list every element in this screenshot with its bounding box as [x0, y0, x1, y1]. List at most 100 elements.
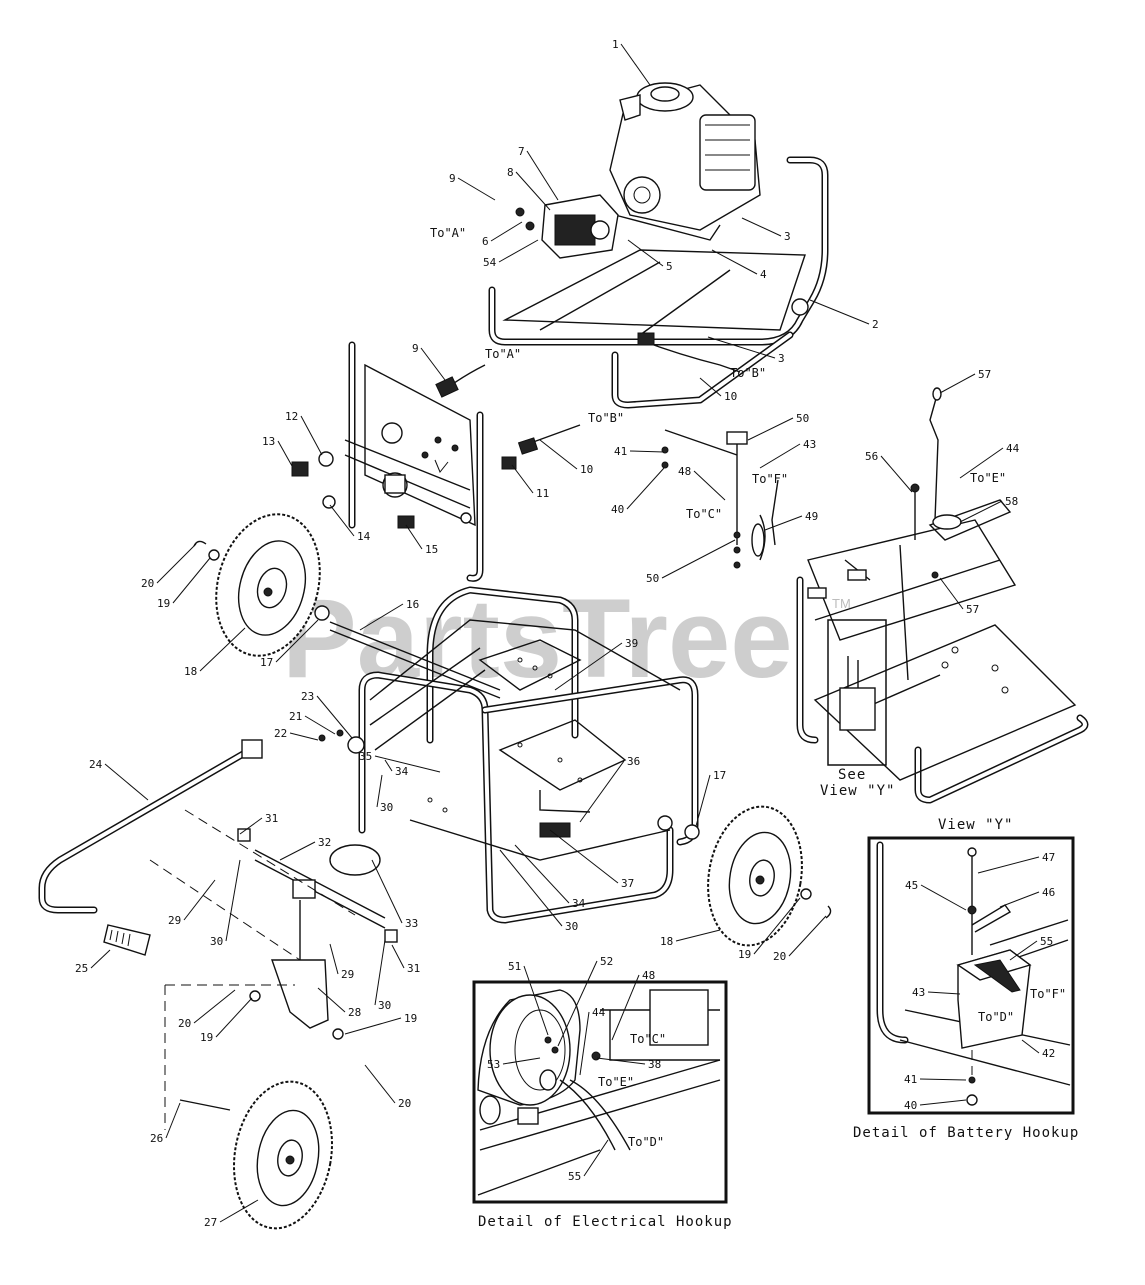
callout-number-c43b: 43	[912, 986, 925, 999]
leader-line-c28	[317, 987, 346, 1013]
callout-number-c16: 16	[406, 598, 419, 611]
engine-base-frame	[488, 156, 829, 409]
leader-line-c4	[711, 249, 758, 275]
callout-layer: 1233456789910101112131415161717181819191…	[75, 38, 1055, 1229]
callout-number-c55a: 55	[1040, 935, 1053, 948]
panel-fittings	[291, 364, 581, 529]
callout-number-c45: 45	[905, 879, 918, 892]
leader-line-c51	[523, 965, 549, 1036]
leader-line-c49	[764, 515, 803, 531]
leader-line-c20b	[788, 915, 827, 957]
callout-number-c20b: 20	[773, 950, 786, 963]
leader-line-c24	[104, 763, 149, 801]
callout-number-c35: 35	[359, 750, 372, 763]
leader-line-c17b	[695, 774, 711, 827]
callout-number-c27: 27	[204, 1216, 217, 1229]
leader-line-c35	[374, 755, 441, 773]
callout-number-c1: 1	[612, 38, 619, 51]
callout-number-c48a: 48	[678, 465, 691, 478]
callout-number-c29b: 29	[341, 968, 354, 981]
leader-line-c45	[920, 884, 967, 911]
callout-number-c24: 24	[89, 758, 103, 771]
leader-line-c34a	[384, 759, 393, 772]
callout-number-c47: 47	[1042, 851, 1055, 864]
callout-number-c9b: 9	[412, 342, 419, 355]
callout-number-c44b: 44	[592, 1006, 606, 1019]
leader-line-c53	[502, 1057, 541, 1065]
callout-number-c34a: 34	[395, 765, 409, 778]
leader-line-c9b	[420, 347, 446, 381]
callout-number-c12: 12	[285, 410, 298, 423]
leader-line-c8	[515, 171, 551, 211]
callout-number-c49: 49	[805, 510, 818, 523]
callout-number-c17a: 17	[260, 656, 273, 669]
callout-number-c38: 38	[648, 1058, 661, 1071]
handle-assembly	[38, 729, 365, 956]
leader-line-c30c	[376, 774, 383, 808]
callout-number-c13: 13	[262, 435, 275, 448]
leader-line-c18b	[675, 929, 721, 942]
callout-number-c19b: 19	[738, 948, 751, 961]
leader-line-c22	[289, 732, 319, 741]
captions: View "Y" See View "Y" Detail of Electric…	[478, 767, 1078, 1230]
leader-line-c52	[557, 960, 598, 1047]
callout-number-c53: 53	[487, 1058, 500, 1071]
leader-line-c9a	[457, 177, 496, 201]
callout-number-c54: 54	[483, 256, 497, 269]
leader-line-c7	[526, 150, 559, 201]
leader-line-c5	[627, 239, 664, 267]
callout-number-c8: 8	[507, 166, 514, 179]
leader-line-c10b	[539, 439, 578, 470]
leader-line-c43a	[759, 443, 801, 469]
callout-number-c7: 7	[518, 145, 525, 158]
callout-number-c14: 14	[357, 530, 371, 543]
leader-line-c44a	[959, 447, 1004, 479]
callout-number-c30c: 30	[380, 801, 393, 814]
leader-line-c42	[1021, 1039, 1040, 1054]
leader-line-c34b	[514, 844, 570, 904]
callout-number-c17b: 17	[713, 769, 726, 782]
callout-number-c30d: 30	[565, 920, 578, 933]
callout-number-c21: 21	[289, 710, 302, 723]
watermark-trademark: TM	[832, 596, 851, 611]
callout-number-c32: 32	[318, 836, 331, 849]
leader-line-c43b	[927, 991, 961, 995]
battery-bracket-assembly	[661, 429, 779, 569]
leader-line-c17a	[275, 619, 319, 663]
main-frame	[358, 586, 699, 924]
to-a-label-lower: To"A"	[485, 347, 521, 361]
callout-number-c20c: 20	[178, 1017, 191, 1030]
to-d-label-battery: To"D"	[978, 1010, 1014, 1024]
callout-number-c25: 25	[75, 962, 88, 975]
callout-number-c11: 11	[536, 487, 549, 500]
leader-line-c14	[329, 504, 355, 537]
callout-number-c40a: 40	[611, 503, 624, 516]
leader-line-c54	[498, 239, 539, 263]
to-f-label: To"F"	[752, 472, 788, 486]
wheel-right	[684, 805, 832, 947]
leader-line-c55b	[583, 1139, 609, 1177]
callout-number-c19c: 19	[200, 1031, 213, 1044]
leader-line-c16	[359, 603, 404, 631]
leader-line-c3b	[707, 336, 776, 359]
electrical-hookup-caption: Detail of Electrical Hookup	[478, 1214, 733, 1230]
leader-line-c11	[511, 464, 534, 494]
leader-line-c40a	[626, 467, 665, 510]
leader-line-c20c	[193, 989, 236, 1024]
callout-number-c41b: 41	[904, 1073, 917, 1086]
callout-number-c30b: 30	[378, 999, 391, 1012]
pressure-pump	[515, 194, 619, 259]
callout-number-c18b: 18	[660, 935, 673, 948]
leader-line-c31a	[239, 817, 263, 835]
callout-number-c10a: 10	[724, 390, 737, 403]
leader-line-c57a	[939, 373, 976, 394]
leader-line-c40b	[919, 1099, 967, 1106]
callout-number-c15: 15	[425, 543, 438, 556]
to-b-label-upper: To"B"	[730, 366, 766, 380]
leader-line-c26	[165, 1102, 181, 1139]
to-a-label-upper: To"A"	[430, 226, 466, 240]
leader-line-c29a	[183, 879, 216, 921]
leader-line-c30d	[499, 849, 563, 927]
callout-number-c3b: 3	[778, 352, 785, 365]
